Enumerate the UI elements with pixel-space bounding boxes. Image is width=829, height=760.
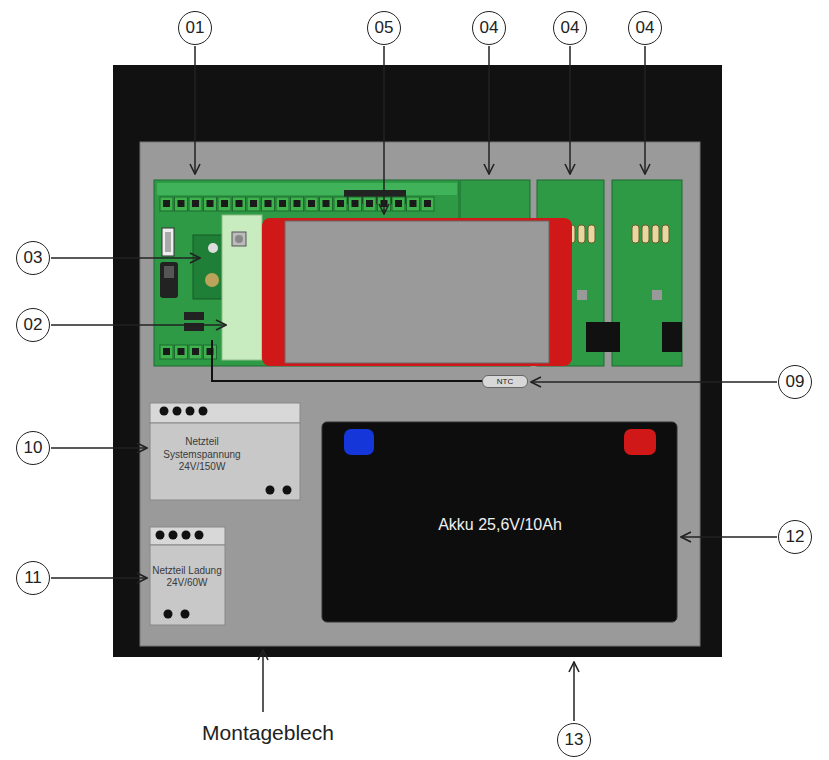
part-label: Montageblech — [202, 721, 334, 745]
callout-number: 03 — [16, 241, 50, 275]
callout-number: 10 — [16, 431, 50, 465]
node-text: NTC — [497, 377, 513, 387]
callout-number: 01 — [178, 11, 212, 45]
power-supply — [150, 527, 225, 625]
leader-lines — [51, 46, 777, 721]
callout-number: 04 — [472, 11, 506, 45]
node-text: Netzteil Systemspannung 24V/150W — [152, 436, 252, 474]
battery — [322, 422, 677, 622]
ntc-wire — [212, 340, 482, 381]
callout-number: 04 — [628, 11, 662, 45]
battery-label: Akku 25,6V/10Ah — [380, 510, 620, 540]
mounting-plate — [140, 142, 700, 646]
callout-number: 09 — [778, 365, 812, 399]
power-supply-label: Netzteil Systemspannung 24V/150W — [152, 430, 252, 480]
ntc-sensor: NTC — [482, 375, 528, 388]
power-supply-label: Netzteil Ladung 24V/60W — [152, 552, 222, 602]
callout-number: 12 — [778, 520, 812, 554]
node-text: Netzteil Ladung 24V/60W — [152, 565, 222, 590]
relay-components — [558, 225, 669, 243]
callout-number: 05 — [367, 11, 401, 45]
callout-number: 04 — [553, 11, 587, 45]
callout-number: 02 — [16, 308, 50, 342]
node-text: Akku 25,6V/10Ah — [438, 515, 562, 535]
power-supply — [150, 403, 300, 500]
housing — [113, 65, 722, 657]
display — [262, 218, 572, 366]
callout-number: 11 — [16, 561, 50, 595]
callout-number: 13 — [557, 723, 591, 757]
